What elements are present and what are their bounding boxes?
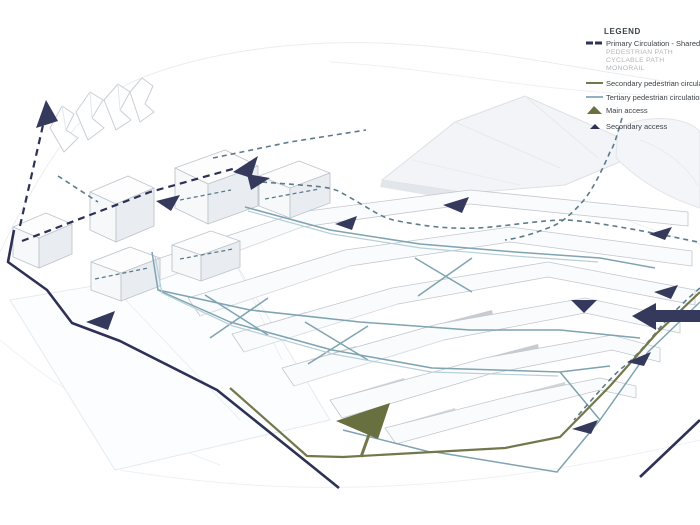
legend-item-label: Tertiary pedestrian circulation — [606, 92, 700, 102]
primary-line-swatch-icon — [586, 41, 603, 45]
tertiary-circulation-paths — [151, 206, 700, 473]
context-buildings — [49, 77, 155, 153]
building-cubes — [12, 149, 331, 302]
legend-item-label: Secondary pedestrian circulation — [606, 78, 700, 88]
legend: LEGEND Primary Circulation - Shared surf… — [586, 0, 700, 170]
main-access-arrow — [336, 403, 390, 439]
dashed-route-arrowhead — [36, 100, 58, 128]
primary-entry-arrow — [632, 303, 700, 330]
legend-title: LEGEND — [604, 27, 641, 36]
legend-sublabel-monorail: MONORAIL — [606, 65, 645, 72]
legend-item-label: Primary Circulation - Shared surface — [606, 38, 700, 48]
dashed-guide-paths — [57, 117, 700, 421]
legend-item-label: Main access — [606, 105, 648, 115]
tertiary-line-swatch-icon — [586, 96, 603, 98]
legend-item-main-access: Main access — [586, 105, 648, 115]
secondary-access-arrows — [36, 100, 678, 434]
legend-item-tertiary-circulation: Tertiary pedestrian circulation — [586, 92, 700, 102]
secondary-line-swatch-icon — [586, 82, 603, 84]
legend-item-primary-circulation: Primary Circulation - Shared surface — [586, 38, 700, 48]
secondary-access-triangle-icon — [590, 124, 600, 129]
legend-item-secondary-circulation: Secondary pedestrian circulation — [586, 78, 700, 88]
legend-sublabel-cyclable-path: CYCLABLE PATH — [606, 57, 665, 64]
legend-sublabel-pedestrian-path: PEDESTRIAN PATH — [606, 49, 673, 56]
main-access-triangle-icon — [587, 106, 602, 114]
legend-item-secondary-access: Secondary access — [586, 121, 667, 131]
tertiary-circulation-paths-light — [154, 210, 599, 377]
primary-circulation-paths — [6, 111, 700, 490]
legend-item-label: Secondary access — [606, 121, 668, 131]
